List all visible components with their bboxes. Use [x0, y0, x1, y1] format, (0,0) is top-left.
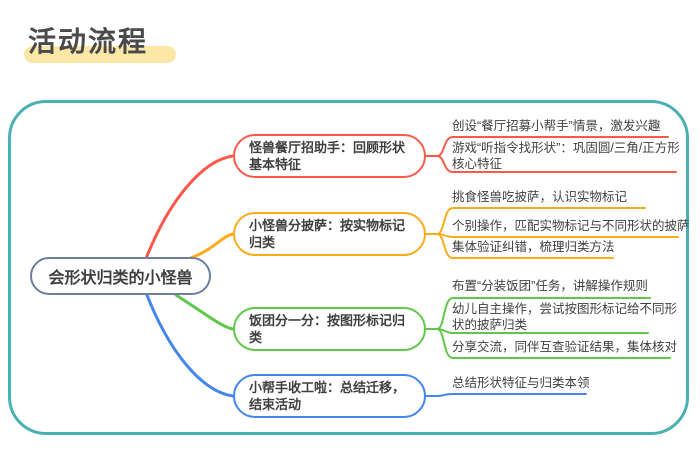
leaf-item[interactable]: 创设“餐厅招募小帮手”情景，激发兴趣 [452, 119, 661, 133]
page-title: 活动流程 [28, 26, 149, 57]
branch-2-leaf-2-underline [436, 233, 679, 238]
leaf-item[interactable]: 幼儿自主操作，尝试按图形标记给不同形状的披萨归类 [452, 302, 678, 332]
branch-3-leaf-3-underline [436, 328, 671, 359]
leaf-item[interactable]: 分享交流，同伴互查验证结果，集体核对 [452, 340, 678, 354]
branch-3-leaf-1-underline [436, 297, 651, 330]
branch-2-leaf-3-underline [436, 233, 614, 259]
branch-node-4[interactable]: 小帮手收工啦：总结迁移，结束活动 [233, 374, 426, 418]
branch-node-2[interactable]: 小怪兽分披萨：按实物标记归类 [233, 212, 426, 256]
branch-2-wires [186, 207, 679, 261]
branch-1-leaf-1-underline [436, 136, 669, 157]
branch-3-wires [174, 293, 671, 359]
leaf-item[interactable]: 个别操作，匹配实物标记与不同形状的披萨 [452, 219, 690, 233]
branch-1-wires [143, 136, 677, 263]
branch-node-3[interactable]: 饭团分一分：按图形标记归类 [233, 307, 426, 351]
mindmap-frame [8, 100, 689, 435]
branch-4-wires [143, 288, 587, 398]
branch-3-main-curve [174, 293, 235, 331]
branch-node-1[interactable]: 怪兽餐厅招助手：回顾形状基本特征 [233, 134, 426, 178]
leaf-item[interactable]: 布置“分装饭团”任务，讲解操作规则 [452, 279, 648, 293]
branch-2-main-curve [186, 232, 235, 261]
branch-1-main-curve [143, 154, 235, 263]
leaf-item[interactable]: 总结形状特征与归类本领 [452, 376, 590, 390]
leaf-item[interactable]: 挑食怪兽吃披萨，认识实物标记 [452, 190, 628, 204]
branch-4-main-curve [143, 288, 235, 398]
leaf-item[interactable]: 集体验证纠错，梳理归类方法 [452, 240, 615, 254]
leaf-item[interactable]: 游戏“听指令找形状”：巩固圆/三角/正方形核心特征 [452, 141, 680, 171]
center-topic-node[interactable]: 会形状归类的小怪兽 [30, 257, 211, 295]
branch-4-leaf-1-underline [436, 393, 587, 397]
branch-1-leaf-2-underline [436, 155, 677, 173]
branch-2-leaf-1-underline [436, 207, 646, 235]
title-highlight-bar [24, 46, 176, 63]
